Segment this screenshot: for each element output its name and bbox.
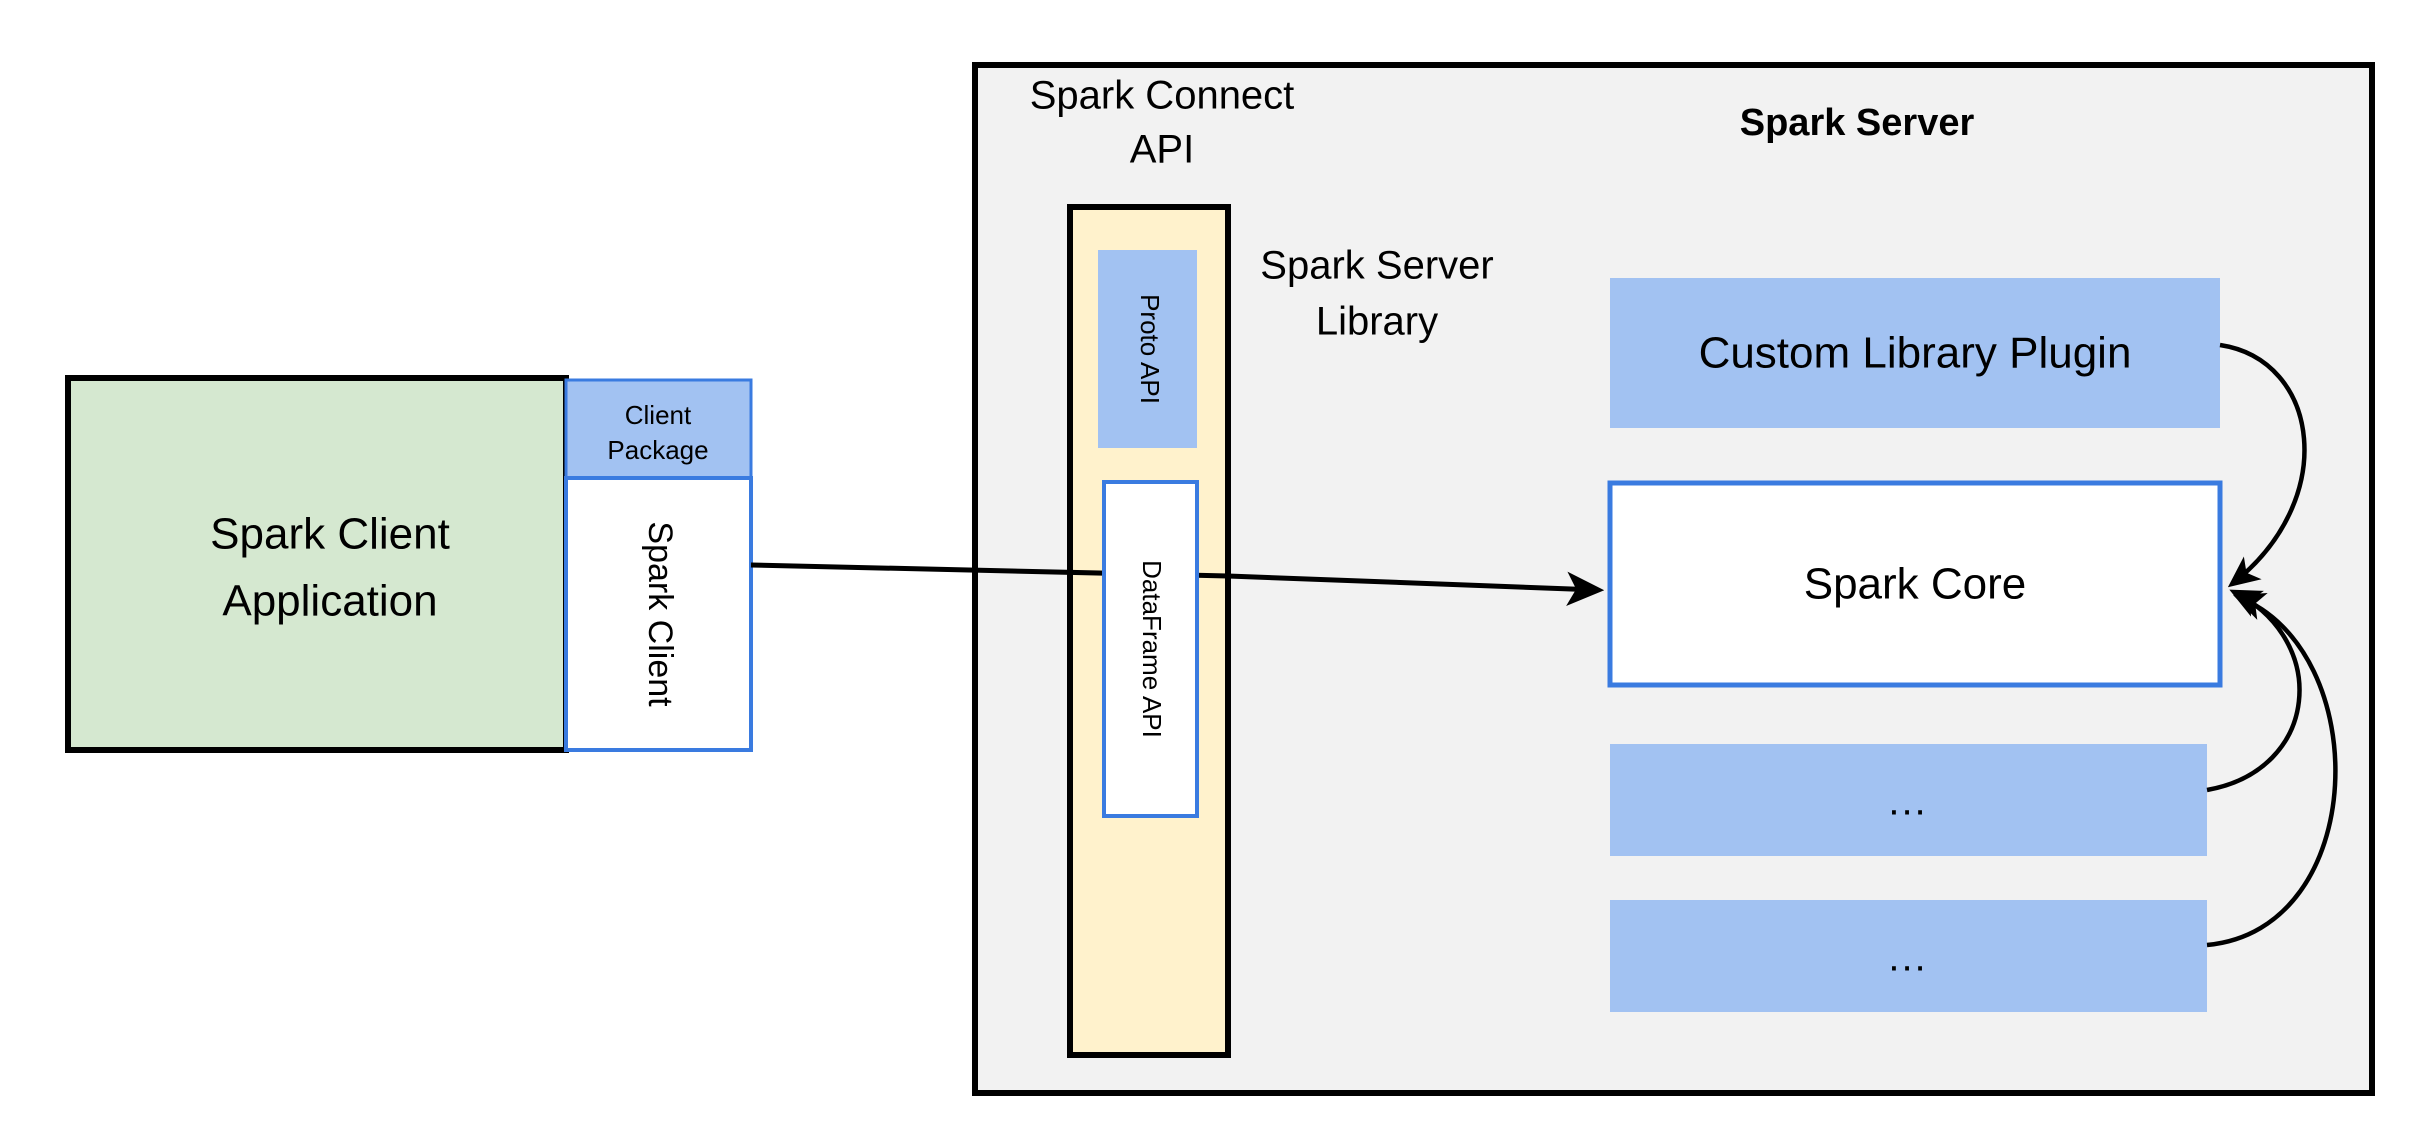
ellipsis-box-two-label: ...: [1888, 936, 1927, 980]
client-package-box[interactable]: [564, 378, 753, 480]
plugin-to-spark-core-arrow: [2219, 342, 2307, 588]
spark-server-library-label-line1: Spark Server: [1260, 244, 1493, 288]
custom-library-plugin-label: Custom Library Plugin: [1699, 329, 2132, 378]
ellipsis-box-one-label: ...: [1888, 780, 1927, 824]
proto-api-box[interactable]: [1098, 250, 1197, 448]
spark-core-label: Spark Core: [1804, 560, 2027, 609]
spark-connect-api-label-line2: API: [1130, 128, 1194, 172]
ellipsis-two-to-spark-core-arrow: [2206, 593, 2338, 948]
dataframe-api-label: DataFrame API: [1137, 560, 1167, 738]
proto-api-label: Proto API: [1135, 294, 1165, 404]
spark-client-application-label-line1: Spark Client: [210, 510, 450, 559]
spark-client-application-box[interactable]: [65, 375, 569, 753]
spark-client-label: Spark Client: [641, 521, 679, 707]
spark-server-title: Spark Server: [1740, 102, 1975, 144]
spark-client-box[interactable]: [564, 476, 753, 752]
client-package-label-line2: Package: [607, 435, 708, 465]
spark-client-application-label-line2: Application: [222, 577, 437, 626]
spark-server-library-label-line2: Library: [1316, 300, 1438, 344]
client-to-spark-core-arrow: [1227, 571, 1605, 606]
client-package-label-line1: Client: [625, 400, 692, 430]
ellipsis-box-one[interactable]: [1610, 744, 2207, 856]
spark-core-box[interactable]: [1607, 480, 2223, 688]
dataframe-api-box[interactable]: [1102, 480, 1199, 818]
ellipsis-box-two[interactable]: [1610, 900, 2207, 1012]
spark-connect-api-label-line1: Spark Connect: [1030, 74, 1295, 118]
custom-library-plugin-box[interactable]: [1610, 278, 2220, 428]
